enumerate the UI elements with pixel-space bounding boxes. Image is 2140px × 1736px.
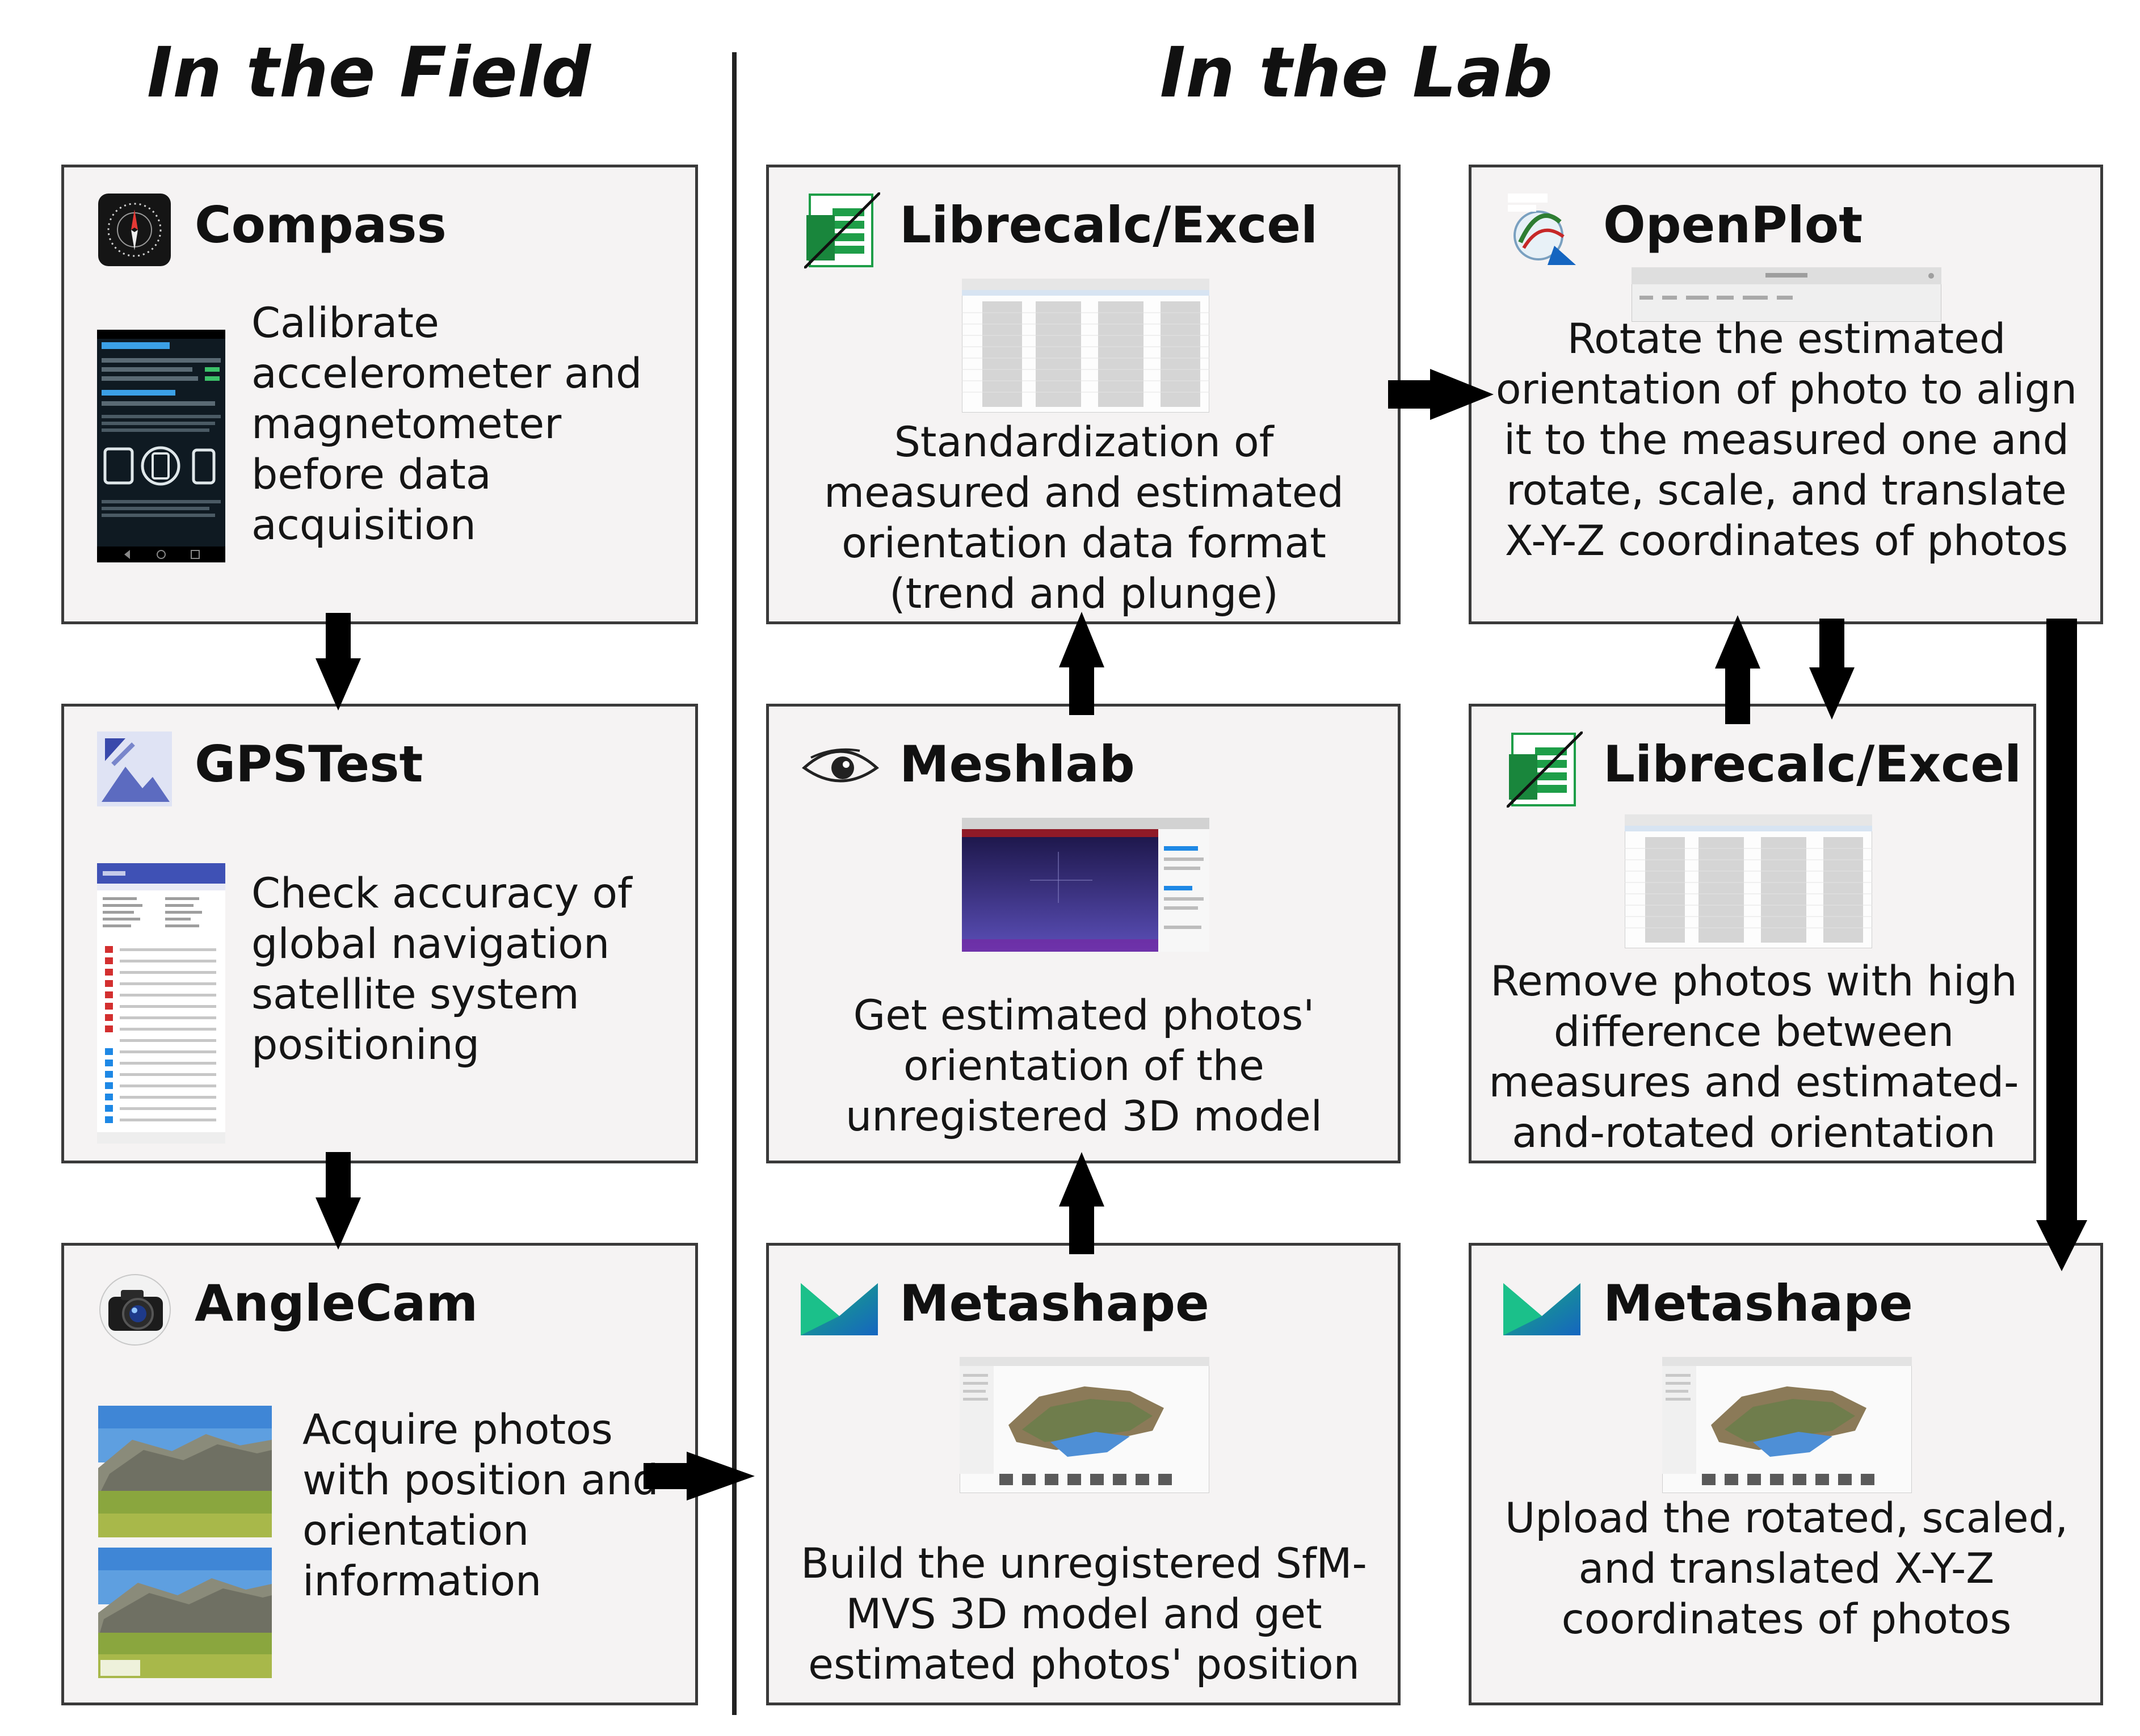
arrow-anglecam-to-metashape <box>644 1452 755 1500</box>
metashape-mid-description: Build the unregistered SfM-MVS 3D model … <box>801 1540 1367 1689</box>
meshlab-screenshot <box>962 818 1209 952</box>
meshlab-title: Meshlab <box>899 735 1135 793</box>
field-lab-divider <box>732 52 737 1715</box>
field-photo-1 <box>98 1406 272 1537</box>
spreadsheet-icon <box>804 192 880 268</box>
librecalc-top-title: Librecalc/Excel <box>899 196 1318 254</box>
openplot-description: Rotate the estimated orientation of phot… <box>1495 315 2078 565</box>
gpstest-title: GPSTest <box>195 735 423 793</box>
gpstest-description: Check accuracy of global navigation sate… <box>251 869 632 1069</box>
librecalc-right-title: Librecalc/Excel <box>1603 735 2022 793</box>
heading-in-the-lab: In the Lab <box>1159 32 1553 113</box>
compass-app-screenshot <box>97 330 225 562</box>
anglecam-description: Acquire photos with position and orienta… <box>302 1406 659 1605</box>
camera-icon <box>99 1274 171 1346</box>
metashape-icon <box>801 1283 878 1335</box>
compass-title: Compass <box>195 196 447 254</box>
librecalc-top-description: Standardization of measured and estimate… <box>823 418 1344 618</box>
openplot-title: OpenPlot <box>1603 196 1863 254</box>
librecalc-right-box: Librecalc/Excel Remove photos with high … <box>1469 704 2036 1163</box>
metashape-mid-box: Metashape Build the unregistered SfM-MVS… <box>766 1243 1401 1705</box>
compass-description: Calibrate accelerometer and magnetometer… <box>251 299 642 549</box>
compass-box: Compass Calibrate accelerometer and magn… <box>61 165 698 624</box>
metashape-mid-title: Metashape <box>899 1274 1209 1333</box>
spreadsheet-screenshot <box>1625 814 1872 948</box>
arrow-gpstest-to-anglecam <box>316 1152 361 1250</box>
arrow-openplot-to-librecalc-right <box>1809 619 1855 720</box>
anglecam-title: AngleCam <box>195 1274 478 1333</box>
openplot-box: OpenPlot Rotate the estimated orientatio… <box>1469 165 2103 624</box>
librecalc-top-box: Librecalc/Excel Standardization of measu… <box>766 165 1401 624</box>
eye-icon <box>802 748 879 783</box>
librecalc-right-description: Remove photos with high difference betwe… <box>1489 957 2019 1157</box>
openplot-window-screenshot <box>1632 267 1941 322</box>
arrow-openplot-to-metashape-right <box>2036 619 2087 1271</box>
gpstest-box: GPSTest <box>61 704 698 1163</box>
meshlab-description: Get estimated photos' orientation of the… <box>845 991 1323 1141</box>
arrow-meshlab-to-librecalc <box>1059 612 1104 715</box>
anglecam-box: AngleCam Acquire photos with position an… <box>61 1243 698 1705</box>
arrow-metashape-to-meshlab <box>1059 1152 1104 1254</box>
compass-icon <box>98 194 171 266</box>
gpstest-app-screenshot <box>97 863 225 1144</box>
spreadsheet-icon <box>1507 732 1583 808</box>
metashape-icon <box>1503 1283 1580 1335</box>
spreadsheet-screenshot <box>962 279 1209 413</box>
meshlab-box: Meshlab Get estimated photos' orientatio… <box>766 704 1401 1163</box>
metashape-3d-model-screenshot <box>1662 1357 1912 1493</box>
metashape-right-box: Metashape Upload the rotated, scaled, an… <box>1469 1243 2103 1705</box>
openplot-icon <box>1508 194 1576 265</box>
arrow-librecalc-to-openplot <box>1388 369 1494 420</box>
arrow-librecalc-right-to-openplot <box>1715 615 1760 724</box>
arrow-compass-to-gpstest <box>316 613 361 711</box>
heading-in-the-field: In the Field <box>146 32 591 113</box>
metashape-3d-model-screenshot <box>960 1357 1209 1493</box>
metashape-right-title: Metashape <box>1603 1274 1913 1333</box>
gps-icon <box>97 732 172 806</box>
field-photo-2 <box>98 1548 272 1678</box>
metashape-right-description: Upload the rotated, scaled, and translat… <box>1504 1494 2068 1643</box>
